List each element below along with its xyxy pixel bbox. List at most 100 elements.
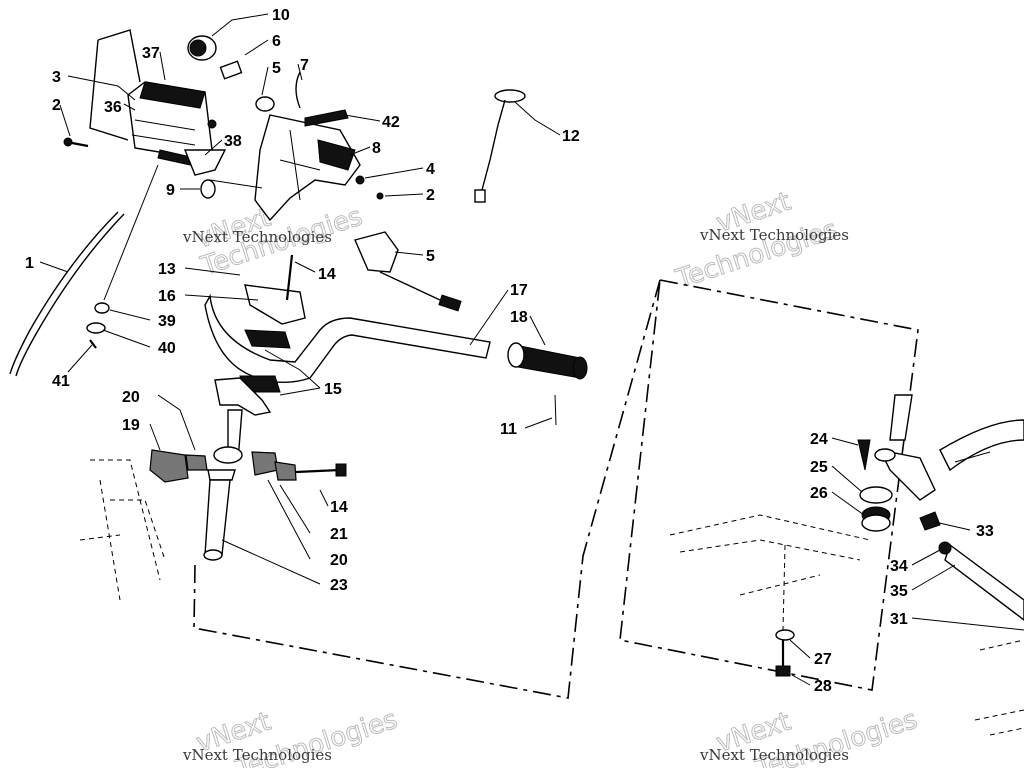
boundary-connector-dashed	[582, 279, 661, 557]
callout-39: 39	[158, 313, 176, 330]
callout-25: 25	[810, 459, 828, 476]
watermark-text: vNext Technologies	[699, 226, 849, 244]
speedometer-assembly	[89, 29, 227, 176]
callout-24: 24	[810, 431, 828, 448]
callout-38: 38	[224, 133, 242, 150]
chassis-boundary-dashed	[619, 279, 919, 691]
bushing-20-left	[213, 446, 243, 464]
leader-35	[911, 564, 956, 591]
grip-end	[507, 342, 525, 368]
leader-1	[39, 261, 69, 273]
leader-10	[211, 13, 269, 37]
speedometer-ribs	[131, 119, 196, 146]
right-frame-phantom	[669, 514, 871, 631]
nut-34	[938, 541, 952, 555]
leader-42	[344, 114, 381, 122]
leader-5-lower	[394, 251, 424, 256]
callout-18: 18	[510, 309, 528, 326]
callout-1: 1	[25, 255, 34, 272]
grommet-39	[94, 302, 110, 314]
steering-arm-eye	[874, 448, 896, 462]
handlebar-tube	[204, 293, 491, 383]
callout-5-top: 5	[272, 60, 281, 77]
bolt-shank	[71, 141, 89, 148]
handlebar-clamp-top	[244, 329, 291, 349]
leader-11	[524, 417, 553, 429]
screw-2-right	[376, 192, 384, 200]
callout-12: 12	[562, 128, 580, 145]
leader-17	[469, 289, 509, 346]
callout-16: 16	[158, 288, 176, 305]
steering-post	[149, 377, 347, 561]
callout-14-lower: 14	[330, 499, 348, 516]
washer-27	[775, 629, 795, 641]
leader-36	[123, 103, 136, 111]
switch-connector	[438, 294, 462, 312]
frame-dashes	[79, 459, 166, 601]
steering-arm	[878, 449, 936, 501]
leader-6	[244, 39, 269, 56]
bolt-14-lower	[295, 468, 341, 474]
callout-7: 7	[300, 57, 309, 74]
speedometer-top	[139, 81, 206, 109]
leader-14-lower	[319, 489, 329, 507]
callout-37: 37	[142, 45, 160, 62]
nut-4	[355, 175, 365, 185]
leader-26	[831, 491, 865, 516]
leader-15	[264, 349, 321, 396]
bracket-3	[89, 29, 141, 141]
cable-leader	[103, 164, 159, 301]
fastener-41	[89, 339, 97, 349]
cable-inner	[15, 213, 125, 377]
callout-27: 27	[814, 651, 832, 668]
pin-11	[554, 394, 557, 426]
callout-36: 36	[104, 99, 122, 116]
wire-harness-12	[474, 89, 526, 203]
tie-rod-upper	[939, 419, 1024, 472]
speedometer-base	[157, 149, 196, 166]
bushing-20-right	[207, 469, 236, 481]
left-frame-phantom	[79, 459, 166, 601]
steering-arm-post	[889, 394, 913, 441]
callout-8: 8	[372, 140, 381, 157]
harness-wire	[481, 99, 506, 191]
leader-31	[911, 617, 1024, 631]
tie-rod-35	[944, 543, 1024, 621]
screw-line-9	[209, 179, 263, 189]
block-20-right	[274, 461, 297, 481]
wire-7	[295, 71, 301, 109]
steering-post-top-bracket	[214, 377, 272, 416]
leader-16	[184, 294, 259, 301]
callout-11: 11	[500, 421, 517, 438]
spacer-26-face	[861, 514, 891, 532]
fastener-right	[954, 451, 991, 463]
callout-5-lower: 5	[426, 248, 435, 265]
callout-2-left: 2	[52, 97, 61, 114]
leader-23	[221, 539, 321, 585]
leader-20-lower	[267, 479, 311, 560]
callout-20-top: 20	[122, 389, 140, 406]
switch-wire	[379, 271, 441, 301]
leader-2-right	[384, 193, 424, 197]
leader-18	[529, 315, 546, 346]
housing-detail	[279, 129, 321, 201]
callout-4: 4	[426, 161, 435, 178]
washer-40	[86, 322, 106, 334]
callout-2-right: 2	[426, 187, 435, 204]
watermark-text: vNext Technologies	[699, 746, 849, 764]
screw-37	[207, 119, 217, 129]
callout-13: 13	[158, 261, 176, 278]
callout-10: 10	[272, 7, 290, 24]
callout-6: 6	[272, 33, 281, 50]
leader-5-top	[261, 66, 269, 96]
callout-20-lower: 20	[330, 552, 348, 569]
leader-20-top	[157, 394, 196, 451]
bolt-24	[857, 439, 871, 471]
leader-12	[514, 101, 561, 136]
grommet-5-top	[255, 96, 275, 112]
headlight-housing-shell	[254, 114, 361, 222]
leader-37	[159, 51, 166, 81]
leader-33	[934, 521, 971, 531]
callout-17: 17	[510, 282, 528, 299]
